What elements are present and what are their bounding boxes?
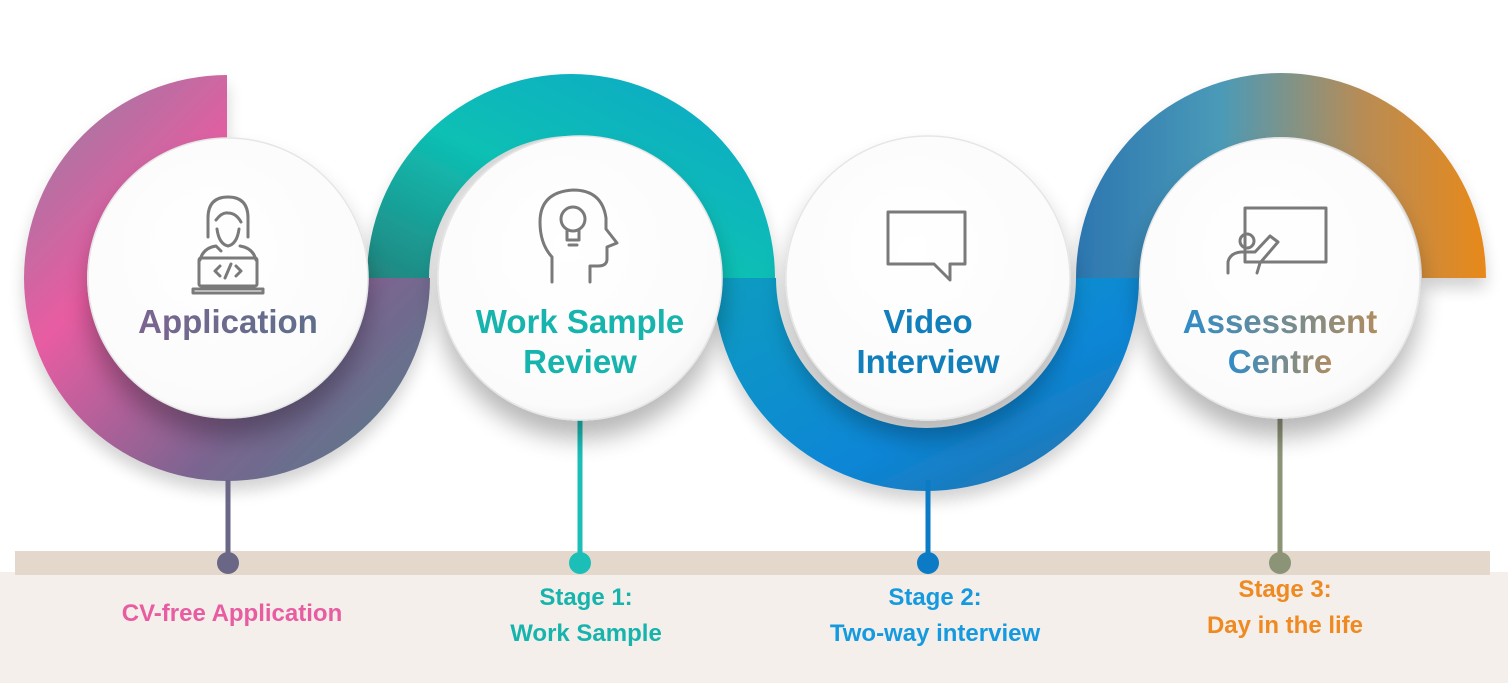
ribbon-segment-application: [24, 75, 430, 481]
step-title-assessment-centre: Centre: [1228, 343, 1333, 380]
step-circle-work-sample: [437, 135, 723, 421]
ribbon-segment-assessment: [1076, 73, 1486, 278]
step-title-work-sample: Work Sample: [476, 303, 684, 340]
step-circle-application: [87, 137, 369, 419]
stage-label-line: Stage 3:: [1238, 576, 1332, 603]
step-circles: [87, 135, 1421, 421]
developer-laptop-icon: [191, 195, 265, 295]
step-circle-assessment-centre: [1139, 137, 1421, 419]
speech-bubble-icon: [886, 210, 967, 282]
head-lightbulb-icon: [538, 188, 619, 284]
stage-label-line: Day in the life: [1206, 612, 1364, 639]
step-title-application: Application: [138, 303, 318, 340]
timeline-dot-assessment-centre: [1269, 552, 1291, 574]
footer-background: [0, 572, 1508, 683]
step-circle-video-interview: [785, 135, 1071, 421]
timeline-track: [15, 551, 1490, 575]
step-title-work-sample: Review: [523, 343, 637, 380]
stage-label-line: Stage 1:: [539, 584, 633, 611]
stage-label-application: CV-free Application: [72, 596, 392, 632]
step-title-video-interview: Video: [883, 303, 972, 340]
ribbon-segment-video-interview: [713, 278, 1139, 491]
ribbon-segment-work-sample: [367, 74, 775, 278]
stage-label-line: CV-free Application: [121, 600, 343, 627]
presentation-board-icon: [1226, 206, 1328, 275]
connector-ribbon: [24, 73, 1486, 491]
timeline-dot-work-sample: [569, 552, 591, 574]
step-title-assessment-centre: Assessment: [1183, 303, 1377, 340]
stage-label-line: Work Sample: [510, 620, 662, 647]
timeline-dot-video-interview: [917, 552, 939, 574]
timeline-stems: [217, 416, 1291, 574]
step-title-video-interview: Interview: [856, 343, 999, 380]
stage-label-work-sample: Stage 1: Work Sample: [426, 580, 746, 652]
stage-label-assessment: Stage 3: Day in the life: [1125, 572, 1445, 644]
stage-label-video-interview: Stage 2: Two-way interview: [775, 580, 1095, 652]
timeline-dot-application: [217, 552, 239, 574]
stage-label-line: Stage 2:: [888, 584, 982, 611]
stage-label-line: Two-way interview: [829, 620, 1041, 647]
